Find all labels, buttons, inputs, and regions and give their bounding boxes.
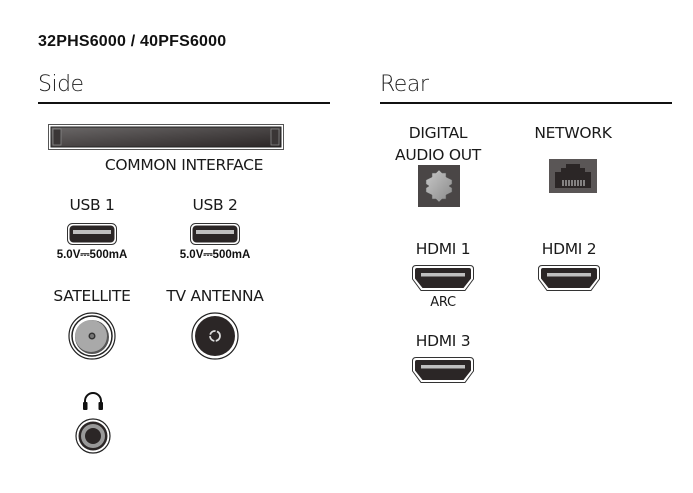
usb-port-icon bbox=[190, 223, 240, 245]
usb1-spec: 5.0V⎓500mA bbox=[56, 249, 128, 261]
satellite-label: SATELLITE bbox=[53, 287, 131, 305]
hdmi-port-icon bbox=[538, 265, 600, 291]
usb1-label: USB 1 bbox=[69, 196, 115, 214]
hdmi1-label: HDMI 1 bbox=[415, 240, 471, 258]
digital-audio-label-line2: AUDIO OUT bbox=[395, 146, 481, 164]
usb2-spec: 5.0V⎓500mA bbox=[179, 249, 251, 261]
antenna-label: TV ANTENNA bbox=[166, 287, 264, 305]
hdmi3-label: HDMI 3 bbox=[415, 332, 471, 350]
hdmi-port-icon bbox=[412, 357, 474, 383]
ci-slot-icon bbox=[48, 124, 284, 150]
hdmi-port-icon bbox=[412, 265, 474, 291]
usb-port-icon bbox=[67, 223, 117, 245]
ethernet-port-icon bbox=[549, 159, 597, 193]
optical-port-icon bbox=[418, 165, 460, 207]
usb2-label: USB 2 bbox=[192, 196, 238, 214]
rear-section-title: Rear bbox=[380, 72, 429, 97]
satellite-connector-icon bbox=[68, 312, 116, 360]
common-interface-label: COMMON INTERFACE bbox=[104, 156, 264, 174]
network-label: NETWORK bbox=[534, 124, 612, 142]
hdmi2-label: HDMI 2 bbox=[541, 240, 597, 258]
model-title: 32PHS6000 / 40PFS6000 bbox=[38, 33, 227, 50]
side-divider bbox=[38, 102, 330, 104]
headphones-icon bbox=[83, 392, 103, 410]
digital-audio-label-line1: DIGITAL bbox=[408, 124, 468, 142]
antenna-connector-icon bbox=[191, 312, 239, 360]
headphone-jack-icon bbox=[75, 418, 111, 454]
side-section-title: Side bbox=[38, 72, 84, 97]
hdmi1-arc-label: ARC bbox=[430, 295, 456, 310]
rear-divider bbox=[380, 102, 672, 104]
